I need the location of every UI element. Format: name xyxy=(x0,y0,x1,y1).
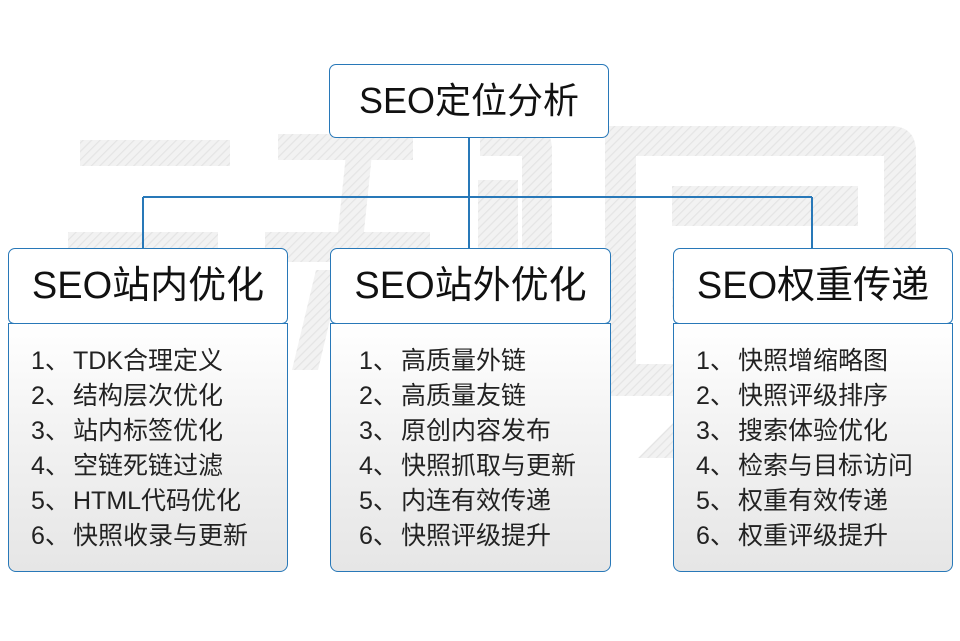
list-item[interactable]: 2、 快照评级排序 xyxy=(696,379,952,414)
list-item-number: 1、 xyxy=(31,346,70,375)
list-item-label: 权重评级提升 xyxy=(738,521,889,550)
column-body-2: 1、 高质量外链 2、 高质量友链 3、 原创内容发布 4、 快照抓取与更新 5… xyxy=(330,322,611,572)
list-item[interactable]: 6、 快照评级提升 xyxy=(359,519,610,554)
list-item[interactable]: 6、 权重评级提升 xyxy=(696,519,952,554)
list-item-number: 3、 xyxy=(696,416,735,445)
list-item[interactable]: 4、 快照抓取与更新 xyxy=(359,449,610,484)
list-item-label: 快照抓取与更新 xyxy=(401,451,577,480)
column-body-1: 1、 TDK合理定义 2、 结构层次优化 3、 站内标签优化 4、 空链死链过滤… xyxy=(8,322,288,572)
column-title-1: SEO站内优化 xyxy=(31,265,265,307)
item-list-1: 1、 TDK合理定义 2、 结构层次优化 3、 站内标签优化 4、 空链死链过滤… xyxy=(9,344,287,554)
list-item-label: 权重有效传递 xyxy=(738,486,889,515)
list-item-label: 快照收录与更新 xyxy=(73,521,249,550)
column-seo-weight-transfer: SEO权重传递 1、 快照增缩略图 2、 快照评级排序 3、 搜索体验优化 4、 xyxy=(673,248,953,572)
list-item-label: 快照增缩略图 xyxy=(738,346,889,375)
list-item[interactable]: 5、 HTML代码优化 xyxy=(31,484,287,519)
list-item-number: 5、 xyxy=(31,486,70,515)
list-item[interactable]: 2、 高质量友链 xyxy=(359,379,610,414)
list-item-label: 高质量外链 xyxy=(401,346,527,375)
column-title-2: SEO站外优化 xyxy=(354,265,587,307)
item-list-3: 1、 快照增缩略图 2、 快照评级排序 3、 搜索体验优化 4、 检索与目标访问… xyxy=(674,344,952,554)
list-item-label: 空链死链过滤 xyxy=(73,451,224,480)
list-item[interactable]: 5、 权重有效传递 xyxy=(696,484,952,519)
root-node[interactable]: SEO定位分析 xyxy=(329,64,609,138)
list-item[interactable]: 3、 搜索体验优化 xyxy=(696,414,952,449)
list-item-label: TDK合理定义 xyxy=(73,346,224,375)
column-header-1[interactable]: SEO站内优化 xyxy=(8,248,288,324)
list-item-number: 4、 xyxy=(359,451,398,480)
column-seo-onsite: SEO站内优化 1、 TDK合理定义 2、 结构层次优化 3、 站内标签优化 4… xyxy=(8,248,288,572)
list-item[interactable]: 1、 快照增缩略图 xyxy=(696,344,952,379)
list-item-label: 原创内容发布 xyxy=(401,416,552,445)
list-item-label: 高质量友链 xyxy=(401,381,527,410)
list-item[interactable]: 2、 结构层次优化 xyxy=(31,379,287,414)
list-item[interactable]: 3、 站内标签优化 xyxy=(31,414,287,449)
list-item-label: HTML代码优化 xyxy=(73,486,242,515)
column-body-3: 1、 快照增缩略图 2、 快照评级排序 3、 搜索体验优化 4、 检索与目标访问… xyxy=(673,322,953,572)
list-item[interactable]: 4、 空链死链过滤 xyxy=(31,449,287,484)
root-node-title: SEO定位分析 xyxy=(358,80,580,121)
item-list-2: 1、 高质量外链 2、 高质量友链 3、 原创内容发布 4、 快照抓取与更新 5… xyxy=(331,344,610,554)
list-item-number: 6、 xyxy=(696,521,735,550)
list-item-label: 内连有效传递 xyxy=(401,486,552,515)
list-item[interactable]: 4、 检索与目标访问 xyxy=(696,449,952,484)
list-item-label: 检索与目标访问 xyxy=(738,451,914,480)
column-title-3: SEO权重传递 xyxy=(696,265,930,307)
list-item-number: 2、 xyxy=(359,381,398,410)
list-item-label: 快照评级提升 xyxy=(401,521,552,550)
column-header-2[interactable]: SEO站外优化 xyxy=(330,248,611,324)
list-item-number: 4、 xyxy=(31,451,70,480)
list-item-number: 2、 xyxy=(696,381,735,410)
list-item-label: 搜索体验优化 xyxy=(738,416,889,445)
list-item-label: 快照评级排序 xyxy=(738,381,889,410)
list-item-number: 1、 xyxy=(359,346,398,375)
list-item-number: 5、 xyxy=(359,486,398,515)
list-item-number: 6、 xyxy=(359,521,398,550)
list-item-label: 站内标签优化 xyxy=(73,416,224,445)
list-item[interactable]: 1、 TDK合理定义 xyxy=(31,344,287,379)
list-item-number: 1、 xyxy=(696,346,735,375)
list-item[interactable]: 3、 原创内容发布 xyxy=(359,414,610,449)
list-item-number: 2、 xyxy=(31,381,70,410)
list-item[interactable]: 5、 内连有效传递 xyxy=(359,484,610,519)
column-seo-offsite: SEO站外优化 1、 高质量外链 2、 高质量友链 3、 原创内容发布 4、 快 xyxy=(330,248,611,572)
list-item-number: 5、 xyxy=(696,486,735,515)
list-item-number: 3、 xyxy=(359,416,398,445)
list-item[interactable]: 6、 快照收录与更新 xyxy=(31,519,287,554)
column-header-3[interactable]: SEO权重传递 xyxy=(673,248,953,324)
list-item-number: 6、 xyxy=(31,521,70,550)
list-item-label: 结构层次优化 xyxy=(73,381,224,410)
list-item-number: 4、 xyxy=(696,451,735,480)
list-item[interactable]: 1、 高质量外链 xyxy=(359,344,610,379)
list-item-number: 3、 xyxy=(31,416,70,445)
